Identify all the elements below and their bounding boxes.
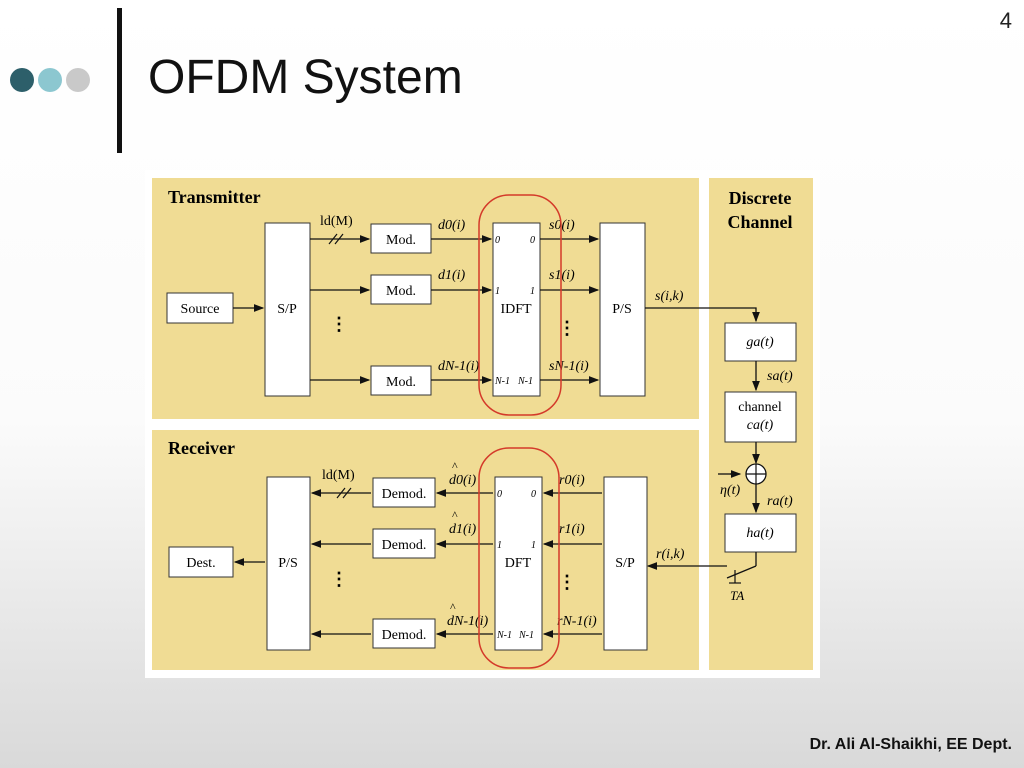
- ta-label: TA: [730, 588, 744, 603]
- eta-label: η(t): [720, 483, 740, 498]
- transmitter-heading: Transmitter: [168, 187, 261, 207]
- idft-out-port-1: 1: [530, 286, 535, 297]
- dot-dark: [10, 68, 34, 92]
- mod-label-n: Mod.: [386, 375, 416, 390]
- mod-label-0: Mod.: [386, 233, 416, 248]
- r0-label: r0(i): [559, 473, 585, 488]
- idft-highlight: [478, 194, 562, 416]
- rn-label: rN-1(i): [557, 614, 597, 629]
- demod-label-n: Demod.: [382, 628, 427, 643]
- ha-block: [724, 513, 797, 553]
- d0-label: d0(i): [438, 218, 466, 233]
- dft-label: DFT: [505, 556, 532, 571]
- dft-block: [494, 476, 543, 651]
- demod-block-0: [372, 477, 436, 508]
- idft-in-port-1: 1: [495, 286, 500, 297]
- dot-light: [38, 68, 62, 92]
- mod-block-1: [370, 274, 432, 305]
- d1-label: d1(i): [438, 268, 466, 283]
- dest-label: Dest.: [186, 556, 215, 571]
- channel-block: [724, 391, 797, 443]
- sn-label: sN-1(i): [549, 359, 589, 374]
- dot-grey: [66, 68, 90, 92]
- dn-label: dN-1(i): [438, 359, 480, 374]
- channel-heading-1: Discrete: [729, 188, 792, 208]
- idft-block: [492, 222, 541, 397]
- rx-sp-block: [603, 476, 648, 651]
- demod-label-0: Demod.: [382, 487, 427, 502]
- idft-label: IDFT: [500, 302, 532, 317]
- ps-label: P/S: [612, 302, 631, 317]
- slide-title: OFDM System: [148, 51, 463, 104]
- bullet-dots: [10, 68, 90, 92]
- demod-label-1: Demod.: [382, 538, 427, 553]
- mod-block-0: [370, 223, 432, 254]
- idft-in-port-0: 0: [495, 235, 500, 246]
- ha-label: ha(t): [746, 526, 774, 541]
- tx-vertical-dots: ⋮: [330, 314, 348, 334]
- rx-sp-label: S/P: [615, 556, 635, 571]
- dft-right-port-1: 1: [531, 540, 536, 551]
- sp-block: [264, 222, 311, 397]
- rx-ld-m-label: ld(M): [322, 468, 355, 483]
- dft-left-port-n: N-1: [496, 630, 512, 641]
- footer-author: Dr. Ali Al-Shaikhi, EE Dept.: [809, 736, 1012, 753]
- dft-left-port-1: 1: [497, 540, 502, 551]
- rx-in-vertical-dots: ⋮: [558, 572, 576, 592]
- tx-out-vertical-dots: ⋮: [558, 318, 576, 338]
- idft-out-port-n: N-1: [517, 376, 533, 387]
- ca-label: ca(t): [747, 418, 774, 433]
- sa-label: sa(t): [767, 369, 793, 384]
- idft-in-port-n: N-1: [494, 376, 510, 387]
- sik-label: s(i,k): [655, 289, 684, 304]
- idft-out-port-0: 0: [530, 235, 535, 246]
- sampler-switch: [726, 565, 757, 579]
- dft-right-port-0: 0: [531, 489, 536, 500]
- source-block: [166, 292, 234, 324]
- channel-label: channel: [738, 400, 782, 415]
- ld-m-label: ld(M): [320, 214, 353, 229]
- rx-d1-label: d1(i): [449, 522, 477, 537]
- rx-dn-label: dN-1(i): [447, 614, 489, 629]
- mod-block-n: [370, 365, 432, 396]
- dft-left-port-0: 0: [497, 489, 502, 500]
- hat-1: ^: [452, 508, 458, 522]
- rx-ps-label: P/S: [278, 556, 297, 571]
- dest-block: [168, 546, 234, 578]
- ra-label: ra(t): [767, 494, 793, 509]
- hat-n: ^: [450, 600, 456, 614]
- mod-label-1: Mod.: [386, 284, 416, 299]
- demod-block-n: [372, 618, 436, 649]
- receiver-heading: Receiver: [168, 438, 235, 458]
- r1-label: r1(i): [559, 522, 585, 537]
- ga-block: [724, 322, 797, 362]
- rik-label: r(i,k): [656, 547, 685, 562]
- ga-label: ga(t): [746, 335, 774, 350]
- title-divider: [117, 8, 122, 153]
- demod-block-1: [372, 528, 436, 559]
- sp-label: S/P: [277, 302, 297, 317]
- dft-highlight: [478, 447, 560, 669]
- rx-ps-block: [266, 476, 311, 651]
- rx-vertical-dots: ⋮: [330, 569, 348, 589]
- rx-d0-label: d0(i): [449, 473, 477, 488]
- hat-0: ^: [452, 459, 458, 473]
- ps-block: [599, 222, 646, 397]
- channel-heading-2: Channel: [727, 212, 792, 232]
- s1-label: s1(i): [549, 268, 575, 283]
- page-number: 4: [999, 8, 1012, 33]
- dft-right-port-n: N-1: [518, 630, 534, 641]
- source-label: Source: [181, 302, 220, 317]
- s0-label: s0(i): [549, 218, 575, 233]
